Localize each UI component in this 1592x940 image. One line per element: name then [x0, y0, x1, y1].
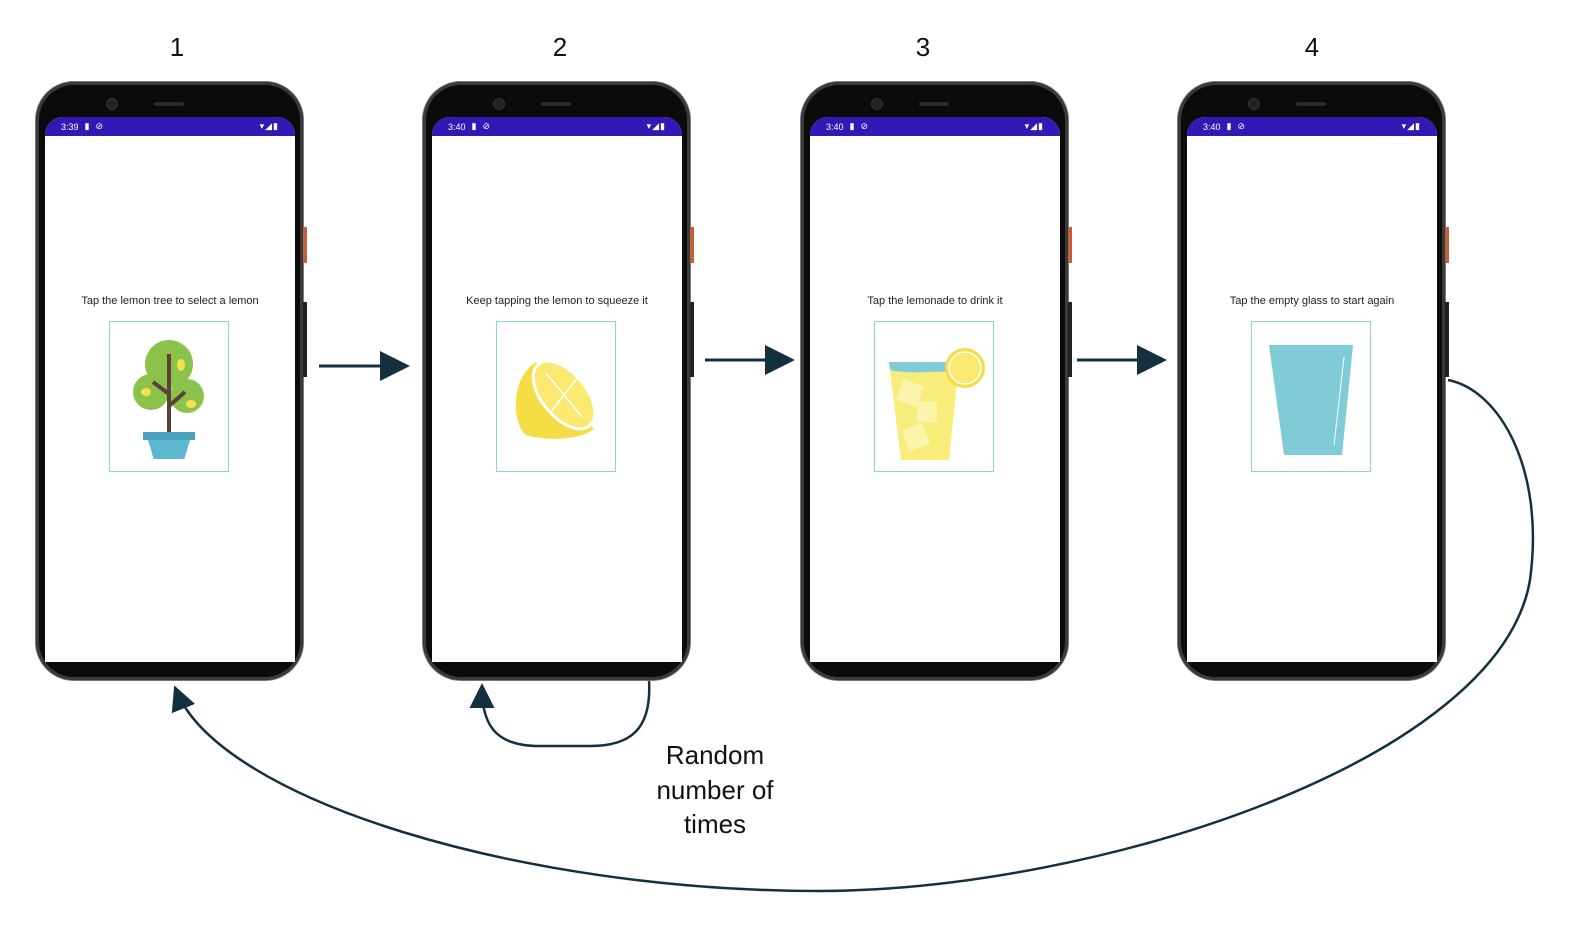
status-time: 3:40: [1203, 121, 1221, 132]
nav-bar: ◀ ● ■: [810, 632, 1060, 662]
status-bar: 3:40 ▮ ⊘ ▾◢▮: [810, 117, 1060, 136]
speaker: [919, 102, 949, 106]
status-bar: 3:39 ▮ ⊘ ▾◢▮: [45, 117, 295, 136]
sd-card-icon: ▮: [471, 121, 477, 131]
step-number-4: 4: [1304, 32, 1320, 62]
power-button: [690, 227, 694, 263]
power-button: [1068, 227, 1072, 263]
lemon-button[interactable]: [496, 321, 616, 472]
sd-card-icon: ▮: [84, 121, 90, 131]
status-bar: 3:40 ▮ ⊘ ▾◢▮: [1187, 117, 1437, 136]
camera-icon: [1248, 98, 1260, 110]
lemon-icon: [515, 359, 597, 439]
volume-button: [1068, 302, 1072, 377]
screen: 3:39 ▮ ⊘ ▾◢▮ Tap the lemon tree to select a…: [45, 117, 295, 662]
lemon-tree-icon: [133, 340, 204, 459]
power-button: [303, 227, 307, 263]
empty-glass-button[interactable]: [1251, 321, 1371, 472]
back-button[interactable]: ◀: [82, 640, 92, 654]
speaker: [541, 102, 571, 106]
speaker: [154, 102, 184, 106]
arrow-loop-2: [469, 679, 651, 748]
nav-bar: ◀ ● ■: [432, 632, 682, 662]
phone-step-1: 3:39 ▮ ⊘ ▾◢▮ Tap the lemon tree to select a…: [36, 82, 307, 680]
lemon-tree-button[interactable]: [109, 321, 229, 472]
signal-battery-icons: ▾◢▮: [1024, 121, 1044, 131]
volume-button: [1445, 302, 1449, 377]
loop-caption-line: Random: [665, 740, 765, 770]
signal-battery-icons: ▾◢▮: [259, 121, 279, 131]
phone-step-2: 3:40 ▮ ⊘ ▾◢▮ Keep tapping the lemon to sque…: [423, 82, 694, 680]
camera-icon: [106, 98, 118, 110]
nav-bar: ◀ ● ■: [1187, 632, 1437, 662]
sd-card-icon: ▮: [1226, 121, 1232, 131]
recents-button[interactable]: ■: [637, 640, 645, 654]
lemonade-icon: [889, 347, 985, 460]
instruction-text: Keep tapping the lemon to squeeze it: [466, 295, 648, 307]
instruction-text: Tap the lemonade to drink it: [867, 295, 1003, 307]
volume-button: [690, 302, 694, 377]
phone-step-4: 3:40 ▮ ⊘ ▾◢▮ Tap the empty glass to start a…: [1178, 82, 1449, 680]
back-button[interactable]: ◀: [1224, 640, 1234, 654]
recents-button[interactable]: ■: [1392, 640, 1400, 654]
back-button[interactable]: ◀: [847, 640, 857, 654]
step-number-2: 2: [552, 32, 568, 62]
sync-icon: ⊘: [95, 121, 104, 131]
instruction-text: Tap the lemon tree to select a lemon: [81, 295, 259, 307]
screen: 3:40 ▮ ⊘ ▾◢▮ Tap the lemonade to drink it: [810, 117, 1060, 662]
power-button: [1445, 227, 1449, 263]
lemonade-button[interactable]: [874, 321, 994, 472]
sync-icon: ⊘: [482, 121, 491, 131]
signal-battery-icons: ▾◢▮: [646, 121, 666, 131]
screen: 3:40 ▮ ⊘ ▾◢▮ Tap the empty glass to start a…: [1187, 117, 1437, 662]
sd-card-icon: ▮: [849, 121, 855, 131]
signal-battery-icons: ▾◢▮: [1401, 121, 1421, 131]
status-bar: 3:40 ▮ ⊘ ▾◢▮: [432, 117, 682, 136]
sync-icon: ⊘: [1237, 121, 1246, 131]
step-number-1: 1: [169, 32, 185, 62]
arrow-4-to-1: [171, 378, 1535, 893]
sync-icon: ⊘: [860, 121, 869, 131]
volume-button: [303, 302, 307, 377]
loop-caption-line: number of: [656, 774, 774, 805]
speaker: [1296, 102, 1326, 106]
recents-button[interactable]: ■: [250, 640, 258, 654]
phone-step-3: 3:40 ▮ ⊘ ▾◢▮ Tap the lemonade to drink it ◀…: [801, 82, 1072, 680]
loop-caption: Random number of times: [615, 738, 815, 842]
home-button[interactable]: ●: [167, 640, 175, 654]
status-time: 3:40: [826, 121, 844, 132]
nav-bar: ◀ ● ■: [45, 632, 295, 662]
empty-glass-icon: [1269, 344, 1353, 455]
loop-caption-line: times: [683, 809, 747, 839]
camera-icon: [871, 98, 883, 110]
status-time: 3:39: [61, 121, 79, 132]
back-button[interactable]: ◀: [469, 640, 479, 654]
camera-icon: [493, 98, 505, 110]
status-time: 3:40: [448, 121, 466, 132]
home-button[interactable]: ●: [932, 640, 940, 654]
recents-button[interactable]: ■: [1015, 640, 1023, 654]
home-button[interactable]: ●: [554, 640, 562, 654]
screen: 3:40 ▮ ⊘ ▾◢▮ Keep tapping the lemon to sque…: [432, 117, 682, 662]
instruction-text: Tap the empty glass to start again: [1229, 295, 1395, 307]
step-number-3: 3: [915, 32, 931, 62]
home-button[interactable]: ●: [1309, 640, 1317, 654]
